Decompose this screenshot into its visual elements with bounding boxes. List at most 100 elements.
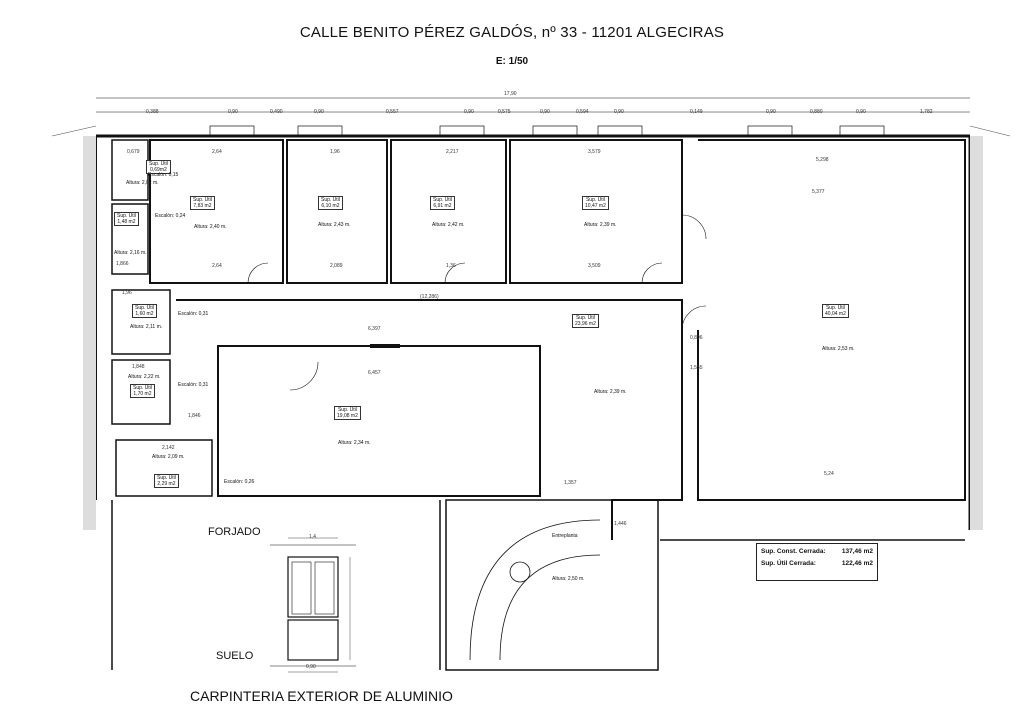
room-2-sup-label: Sup. Útil — [321, 197, 340, 203]
dim-top-14: 1,782 — [920, 109, 933, 115]
room-5-altura: Altura: 2,53 m. — [822, 346, 855, 352]
summary-const-value: 137,46 m2 — [841, 548, 873, 555]
dim-top-5: 0,90 — [464, 109, 474, 115]
dim-top-11: 0,90 — [766, 109, 776, 115]
window-top-dim: 1,4 — [309, 534, 316, 540]
summary-util-label: Sup. Útil Cerrada: — [761, 560, 816, 567]
room-1-sup-label: Sup. Útil — [193, 197, 212, 203]
dim-misc-0: 0,679 — [127, 149, 140, 155]
room-10-altura: Altura: 2,11 m. — [130, 324, 163, 330]
dim-misc-16: (12,286) — [420, 294, 439, 300]
room-4-altura: Altura: 2,39 m. — [584, 222, 617, 228]
dim-misc-34: 1,446 — [614, 521, 627, 527]
room-1-altura: Altura: 2,40 m. — [194, 224, 227, 230]
escalon-5: Escalón: 0,26 — [224, 479, 255, 485]
dim-top-13: 0,90 — [856, 109, 866, 115]
room-6-sup-label: Sup. Útil — [575, 315, 595, 321]
room-8-altura: Altura: 2,02 m. — [126, 180, 159, 186]
room-13-altura: Altura: 2,50 m. — [552, 576, 585, 582]
dim-misc-12: 2,089 — [330, 263, 343, 269]
dim-misc-29: 0,806 — [690, 335, 703, 341]
escalon-2: Escalón: 0,24 — [155, 213, 186, 219]
room-10-sup-label: Sup. Útil — [135, 305, 154, 311]
dim-misc-18: 6,397 — [368, 326, 381, 332]
room-8-sup-label: Sup. Útil — [149, 161, 168, 167]
dim-total: 17,90 — [504, 91, 517, 97]
room-9-sup-label: Sup. Útil — [117, 213, 136, 219]
room-11-sup-value: 1,70 m2 — [133, 391, 152, 397]
dim-misc-6: 5,377 — [812, 189, 825, 195]
room-11-sup-label: Sup. Útil — [133, 385, 152, 391]
dim-misc-2: 1,96 — [330, 149, 340, 155]
room-6-altura: Altura: 2,39 m. — [594, 389, 627, 395]
dim-misc-11: 2,64 — [212, 263, 222, 269]
summary-util-row: Sup. Útil Cerrada: 122,46 m2 — [761, 558, 873, 570]
room-3-sup-label: Sup. Útil — [433, 197, 452, 203]
room-11-altura: Altura: 2,22 m. — [128, 374, 161, 380]
room-7-altura: Altura: 2,34 m. — [338, 440, 371, 446]
escalon-4: Escalón: 0,31 — [178, 382, 209, 388]
room-9-sup-value: 1,48 m2 — [117, 219, 136, 225]
room-1-sup-value: 7,83 m2 — [193, 203, 212, 209]
summary-const-label: Sup. Const. Cerrada: — [761, 548, 826, 555]
dim-top-7: 0,90 — [540, 109, 550, 115]
room-9-altura: Altura: 2,16 m. — [114, 250, 147, 256]
dim-misc-1: 2,64 — [212, 149, 222, 155]
room-12-sup-value: 2,29 m2 — [157, 481, 176, 487]
summary-util-value: 122,46 m2 — [841, 560, 873, 567]
dim-misc-17: 1,96 — [122, 290, 132, 296]
room-10-sup-value: 1,60 m2 — [135, 311, 154, 317]
drawing-scale: E: 1/50 — [495, 56, 529, 67]
room-5-sup-label: Sup. Útil — [825, 305, 845, 311]
window-bottom-dim: 0,90 — [306, 664, 316, 670]
room-4-sup-label: Sup. Útil — [585, 197, 605, 203]
dim-top-3: 0,90 — [314, 109, 324, 115]
escalon-3: Escalón: 0,31 — [178, 311, 209, 317]
escalon-1: Escalón: 0,15 — [148, 172, 179, 178]
dim-top-0: 0,388 — [146, 109, 159, 115]
forjado-label: FORJADO — [208, 526, 261, 538]
room-5-sup-value: 40,04 m2 — [825, 311, 846, 317]
dim-top-9: 0,90 — [614, 109, 624, 115]
dim-top-12: 0,880 — [810, 109, 823, 115]
dim-misc-3: 2,217 — [446, 149, 459, 155]
room-7-sup-value: 19,08 m2 — [337, 413, 358, 419]
dim-top-10: 0,149 — [690, 109, 703, 115]
room-3-altura: Altura: 2,42 m. — [432, 222, 465, 228]
room-2-altura: Altura: 2,43 m. — [318, 222, 351, 228]
dim-misc-15: 1,866 — [116, 261, 129, 267]
dim-top-4: 0,557 — [386, 109, 399, 115]
dim-misc-13: 1,36 — [446, 263, 456, 269]
room-8-sup-value: 0,69m2 — [150, 167, 167, 173]
dim-misc-5: 5,298 — [816, 157, 829, 163]
room-2-sup-value: 6,10 m2 — [321, 203, 340, 209]
dim-top-2: 0,490 — [270, 109, 283, 115]
dim-misc-32: 5,24 — [824, 471, 834, 477]
suelo-label: SUELO — [216, 650, 254, 662]
dim-misc-4: 3,579 — [588, 149, 601, 155]
dim-misc-23: 2,142 — [162, 445, 175, 451]
dim-top-1: 0,90 — [228, 109, 238, 115]
window-caption: CARPINTERIA EXTERIOR DE ALUMINIO — [190, 688, 453, 704]
room-12-sup-label: Sup. Útil — [157, 475, 176, 481]
dim-misc-22: 1,846 — [188, 413, 201, 419]
room-13-label: Entreplanta — [552, 533, 578, 539]
room-12-altura: Altura: 2,09 m. — [152, 454, 185, 460]
room-6-sup-value: 23,96 m2 — [575, 321, 596, 327]
room-4-sup-value: 10,47 m2 — [585, 203, 606, 209]
dim-top-8: 0,594 — [576, 109, 589, 115]
room-7-sup-label: Sup. Útil — [337, 407, 357, 413]
